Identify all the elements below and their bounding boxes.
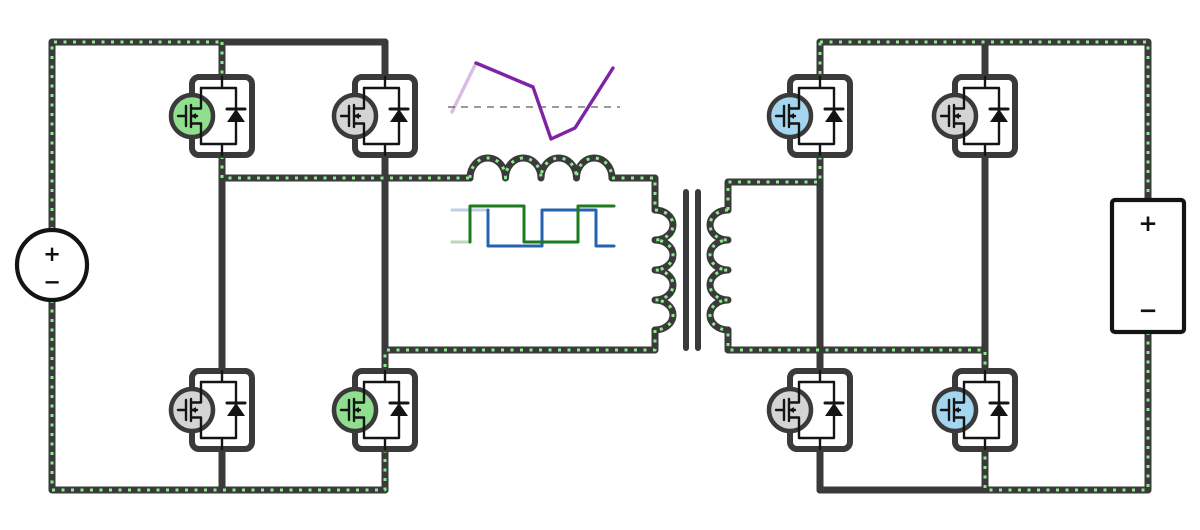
mosfet-internal-wiring (362, 75, 401, 157)
mosfet-arrow-icon (954, 113, 959, 119)
body-diode-icon (227, 403, 245, 416)
mosfet-arrow-icon (191, 113, 196, 119)
battery-minus-label: − (1138, 298, 1157, 324)
mosfet-internal-wiring (362, 369, 401, 451)
mosfet-internal-wiring (199, 75, 238, 157)
mosfet-arrow-icon (789, 113, 794, 119)
body-diode-icon (825, 403, 843, 416)
battery-plus-label: + (1138, 211, 1157, 237)
mosfet-primary-low-left-off (168, 368, 255, 452)
current-flow-primary-winding (653, 208, 675, 332)
primary-voltage-trace (468, 204, 616, 244)
wire-bottom-rail-right-to-battery (816, 328, 1152, 494)
primary-voltage-trace-group (450, 204, 616, 244)
current-flow-to-transformer (612, 176, 657, 210)
wire-top-rail-right-to-battery (816, 38, 1152, 204)
waveform-bridge-voltages (450, 204, 616, 248)
mosfet-arrow-icon (354, 113, 359, 119)
battery-body (1109, 197, 1187, 335)
voltage-source-minus-label: − (43, 270, 61, 294)
wire-source-to-top-rail-left (48, 38, 389, 234)
current-flow-inductor (468, 156, 614, 180)
mosfet-secondary-low-right-on (931, 368, 1018, 452)
secondary-voltage-trace (486, 208, 616, 248)
mosfet-internal-wiring (199, 369, 238, 451)
mosfet-primary-high-right-off (331, 74, 418, 158)
mosfet-secondary-high-left-on (766, 74, 853, 158)
mosfet-secondary-low-left-off (766, 368, 853, 452)
voltage-source-circle (14, 227, 90, 303)
body-diode-icon (390, 403, 408, 416)
mosfet-arrow-icon (191, 407, 196, 413)
mosfet-internal-wiring (962, 75, 1001, 157)
voltage-source: + − (14, 227, 90, 303)
mosfet-primary-high-left-on (168, 74, 255, 158)
body-diode-icon (990, 109, 1008, 122)
wire-primary-return (381, 326, 659, 354)
waveform-inductor-current (448, 61, 620, 141)
voltage-source-plus-label: + (43, 242, 61, 266)
mosfet-arrow-icon (789, 407, 794, 413)
mosfet-primary-low-right-on (331, 368, 418, 452)
mosfet-internal-wiring (797, 369, 836, 451)
current-flow-primary-high-left (220, 42, 470, 180)
mosfet-internal-wiring (797, 75, 836, 157)
body-diode-icon (390, 109, 408, 122)
mosfet-arrow-icon (354, 407, 359, 413)
battery-load: + − (1109, 197, 1187, 335)
mosfet-internal-wiring (962, 369, 1001, 451)
inductor-current-trace-fade (450, 61, 478, 114)
wire-secondary-top-tap (724, 178, 824, 214)
mosfet-arrow-icon (954, 407, 959, 413)
mosfet-secondary-high-right-off (931, 74, 1018, 158)
body-diode-icon (825, 109, 843, 122)
body-diode-icon (227, 109, 245, 122)
wire-secondary-bottom-tap (724, 326, 989, 354)
body-diode-icon (990, 403, 1008, 416)
wire-inductor-to-transformer (608, 174, 659, 214)
current-flow-secondary-winding (708, 208, 730, 332)
mosfet-modules-layer (168, 74, 1018, 452)
inductor-current-trace (474, 61, 615, 141)
